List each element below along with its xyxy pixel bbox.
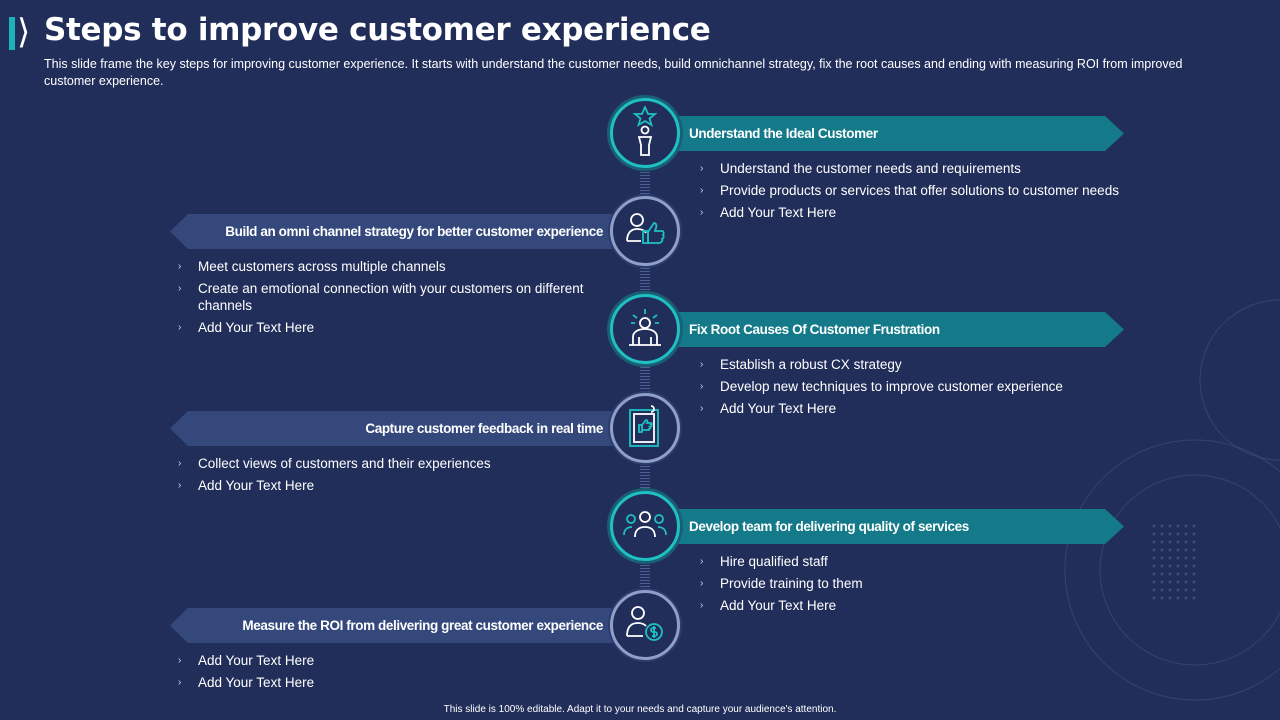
frustrated-person-icon [625,307,665,351]
bullet-text: Establish a robust CX strategy [720,357,902,372]
step-4-banner: Capture customer feedback in real time [170,411,645,446]
bullet-text: Add Your Text Here [198,320,315,335]
footer-note: This slide is 100% editable. Adapt it to… [443,704,837,715]
step-3-banner: Fix Root Causes Of Customer Frustration [645,312,1124,347]
bullet-text: Develop new techniques to improve custom… [720,379,1063,394]
bullet-text: Provide training to them [720,576,863,591]
bullet-chevron-icon: › [700,359,704,370]
list-item: › Hire qualified staff [700,553,1140,570]
list-item: › Develop new techniques to improve custo… [700,378,1140,395]
chevron-right-icon: ⟩ [17,12,31,52]
step-6-bullets: › Add Your Text Here › Add Your Text Here [178,652,598,696]
bullet-chevron-icon: › [700,578,704,589]
bullet-text: Understand the customer needs and requir… [720,161,1021,176]
list-item: › Meet customers across multiple channels [178,258,598,275]
list-item: › Collect views of customers and their ex… [178,455,598,472]
bullet-text: Add Your Text Here [720,598,837,613]
bullet-chevron-icon: › [178,677,182,688]
bullet-chevron-icon: › [700,185,704,196]
list-item: › Add Your Text Here [178,652,598,669]
step-4-icon-circle [610,393,680,463]
decorative-rings [1064,299,1280,701]
list-item: › Add Your Text Here [178,319,598,336]
bullet-text: Add Your Text Here [198,675,315,690]
list-item: › Understand the customer needs and requi… [700,160,1140,177]
step-6-banner: Measure the ROI from delivering great cu… [170,608,645,643]
bullet-chevron-icon: › [178,458,182,469]
list-item: › Add Your Text Here [700,400,1140,417]
list-item: › Establish a robust CX strategy [700,356,1140,373]
user-thumbs-up-icon [623,209,667,253]
step-3-icon-circle [610,294,680,364]
step-title: Build an omni channel strategy for bette… [225,224,603,239]
bullet-chevron-icon: › [700,403,704,414]
bullet-text: Create an emotional connection with your… [198,281,584,313]
list-item: › Create an emotional connection with you… [178,280,598,314]
bullet-chevron-icon: › [178,655,182,666]
step-5-icon-circle [610,491,680,561]
step-1-banner: Understand the Ideal Customer [645,116,1124,151]
bullet-chevron-icon: › [700,381,704,392]
person-star-icon [628,104,662,160]
user-dollar-icon [623,602,667,648]
list-item: › Provide products or services that offer… [700,182,1140,199]
list-item: › Provide training to them [700,575,1140,592]
page-title: Steps to improve customer experience [44,12,711,48]
bullet-text: Hire qualified staff [720,554,828,569]
list-item: › Add Your Text Here [178,477,598,494]
step-5-bullets: › Hire qualified staff › Provide training t… [700,553,1140,619]
step-title: Fix Root Causes Of Customer Frustration [689,322,940,337]
step-title: Develop team for delivering quality of s… [689,519,969,534]
bullet-text: Add Your Text Here [720,401,837,416]
bullet-text: Meet customers across multiple channels [198,259,446,274]
bullet-chevron-icon: › [700,600,704,611]
step-4-bullets: › Collect views of customers and their ex… [178,455,598,499]
bullet-text: Add Your Text Here [720,205,837,220]
page-subtitle: This slide frame the key steps for impro… [44,57,1183,88]
bullet-text: Add Your Text Here [198,478,315,493]
team-icon [622,507,668,545]
bullet-text: Provide products or services that offer … [720,183,1119,198]
list-item: › Add Your Text Here [700,204,1140,221]
decorative-dots [1150,522,1200,602]
step-2-banner: Build an omni channel strategy for bette… [170,214,645,249]
step-title: Measure the ROI from delivering great cu… [242,618,603,633]
step-title: Capture customer feedback in real time [365,421,603,436]
step-2-bullets: › Meet customers across multiple channels… [178,258,598,341]
step-3-bullets: › Establish a robust CX strategy › Develop … [700,356,1140,422]
step-5-banner: Develop team for delivering quality of s… [645,509,1124,544]
bullet-chevron-icon: › [178,283,182,294]
timeline-spine [640,160,650,600]
bullet-chevron-icon: › [700,556,704,567]
bullet-chevron-icon: › [700,163,704,174]
step-2-icon-circle [610,196,680,266]
bullet-chevron-icon: › [178,261,182,272]
title-accent-bar [9,17,15,50]
bullet-chevron-icon: › [178,480,182,491]
bullet-chevron-icon: › [178,322,182,333]
bullet-text: Add Your Text Here [198,653,315,668]
feedback-clipboard-icon [627,404,663,452]
bullet-chevron-icon: › [700,207,704,218]
step-1-bullets: › Understand the customer needs and requi… [700,160,1140,226]
list-item: › Add Your Text Here [178,674,598,691]
step-6-icon-circle [610,590,680,660]
step-1-icon-circle [610,98,680,168]
list-item: › Add Your Text Here [700,597,1140,614]
bullet-text: Collect views of customers and their exp… [198,456,491,471]
step-title: Understand the Ideal Customer [689,126,878,141]
